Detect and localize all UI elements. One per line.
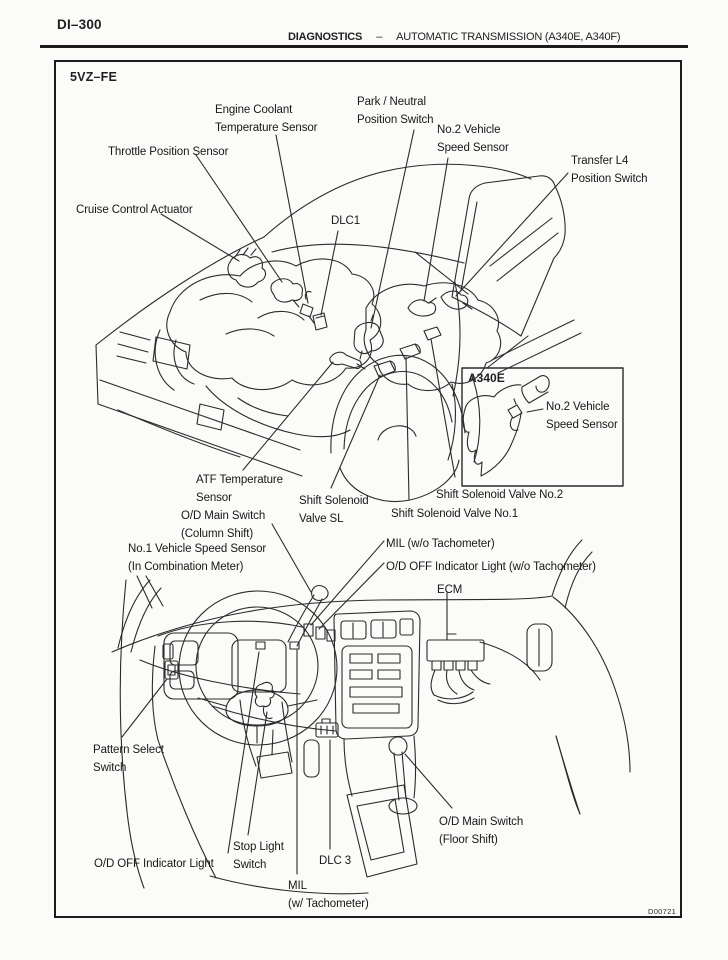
shift-solenoid-no1-glyph [400, 344, 420, 359]
leader-lines [122, 130, 568, 874]
column-shift-lever-glyph [288, 586, 328, 646]
floor-shift-lever-glyph [347, 737, 417, 877]
label-od-off-indicator-light: O/D OFF Indicator Light [94, 858, 214, 870]
inset-speed-sensor-glyph [508, 399, 522, 430]
ecm-glyph [427, 634, 490, 704]
header-title: AUTOMATIC TRANSMISSION (A340E, A340F) [396, 31, 621, 43]
park-neutral-switch-glyph [354, 315, 383, 359]
header-section: DIAGNOSTICS [288, 31, 363, 43]
accelerator-pedal-glyph [304, 740, 319, 777]
atf-temp-sensor-glyph [330, 352, 365, 369]
dlc1-glyph [313, 313, 327, 330]
label-ecm: ECM [437, 584, 463, 596]
label-shift-solenoid-valve-no1: Shift Solenoid Valve No.1 [391, 508, 519, 520]
label-throttle-position-sensor: Throttle Position Sensor [108, 146, 229, 158]
label-cruise-control-actuator: Cruise Control Actuator [76, 204, 193, 216]
page-code: DI–300 [57, 17, 102, 32]
label-dlc1: DLC1 [331, 215, 361, 227]
label-shift-solenoid-valve-no2: Shift Solenoid Valve No.2 [436, 489, 564, 501]
header-divider: – [376, 31, 383, 43]
label-od-off-indicator-wo-tachometer: O/D OFF Indicator Light (w/o Tachometer) [386, 561, 596, 573]
mil-lamp-glyph [290, 642, 299, 649]
label-mil-w-tachometer: MIL(w/ Tachometer) [288, 880, 369, 910]
no2-speed-sensor-glyph [408, 298, 436, 316]
label-dlc3: DLC 3 [319, 855, 352, 867]
shift-solenoid-sl-glyph [374, 361, 395, 377]
brake-pedal-glyph [257, 752, 292, 778]
dashboard-illustration [112, 540, 630, 894]
cruise-control-actuator-glyph [228, 248, 265, 287]
od-off-wo-tach-lamp-glyph [316, 627, 325, 639]
label-mil-wo-tachometer: MIL (w/o Tachometer) [386, 538, 495, 550]
pattern-select-switch-glyph [163, 644, 178, 679]
engine-code-label: 5VZ–FE [70, 70, 118, 84]
figure-frame [54, 60, 682, 918]
figure-number: D00721 [648, 907, 677, 916]
stop-light-switch-glyph [255, 682, 274, 718]
a340e-inset-illustration [462, 368, 623, 486]
engine-bay-illustration [96, 164, 581, 501]
header-rule [40, 45, 688, 48]
shift-solenoid-no2-glyph [424, 327, 441, 340]
od-off-indicator-lamp-glyph [256, 642, 265, 649]
dlc3-glyph [316, 719, 338, 737]
throttle-position-sensor-glyph [271, 279, 302, 307]
inset-code-label: A340E [468, 371, 505, 385]
label-od-main-switch-floor: O/D Main Switch(Floor Shift) [439, 816, 524, 846]
page-header: DIAGNOSTICS – AUTOMATIC TRANSMISSION (A340… [288, 31, 621, 43]
transfer-l4-switch-glyph [441, 291, 472, 309]
label-od-main-switch-column: O/D Main Switch(Column Shift) [181, 510, 266, 540]
label-no1-vehicle-speed-sensor: No.1 Vehicle Speed Sensor(In Combination… [128, 543, 267, 573]
